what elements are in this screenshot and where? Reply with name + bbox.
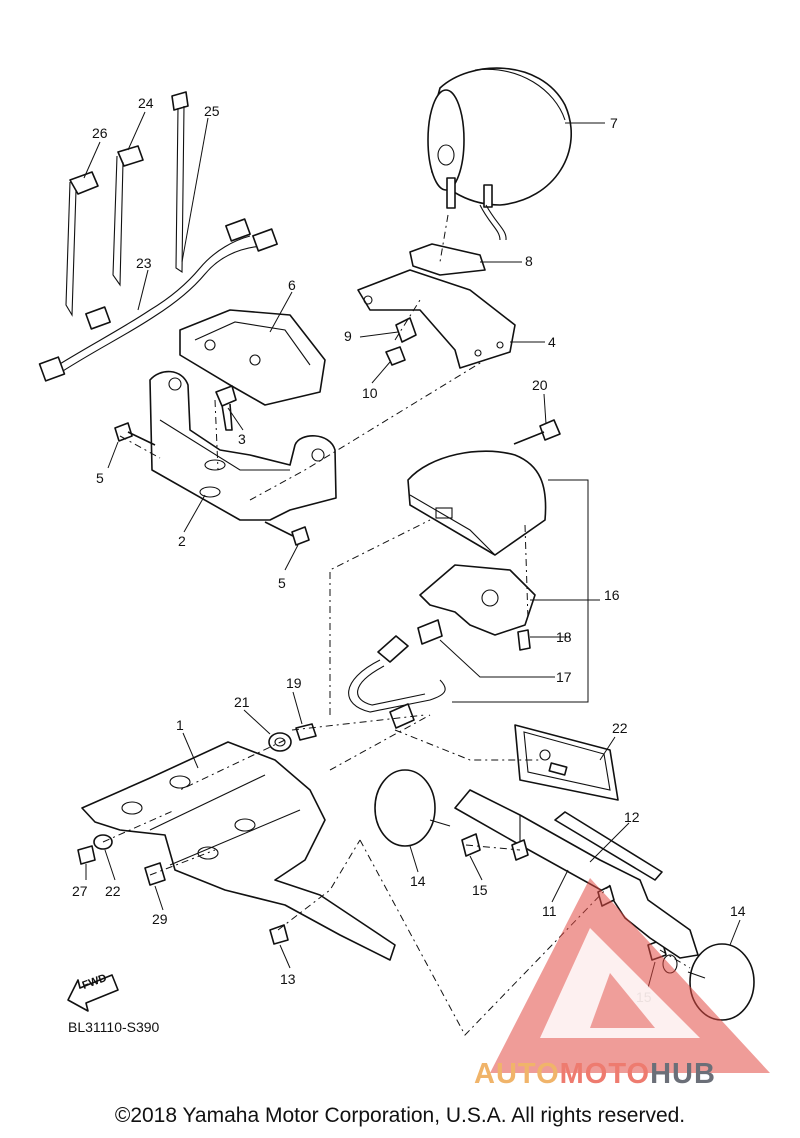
screw-18 <box>517 629 531 651</box>
collar-9 <box>395 317 417 343</box>
rear-fender-1 <box>81 741 396 961</box>
bulb-17 <box>417 619 443 645</box>
callout-2: 2 <box>178 533 186 549</box>
callout-9: 9 <box>344 328 352 344</box>
plate-24 <box>514 724 619 801</box>
callout-labels: 26 24 25 23 6 7 8 4 9 10 3 5 2 5 20 16 1… <box>68 95 746 1035</box>
leader-lines <box>83 111 741 989</box>
callout-13: 12 <box>624 809 640 825</box>
nut-10 <box>385 346 406 366</box>
nut-25 <box>144 862 166 886</box>
wire-harness-26 <box>38 218 278 382</box>
lead-wire <box>348 635 446 729</box>
callout-16: 16 <box>604 587 620 603</box>
callout-28: 25 <box>204 103 220 119</box>
callout-1: 1 <box>176 717 184 733</box>
callout-14b: 14 <box>730 903 746 919</box>
callout-22: 20 <box>532 377 548 393</box>
reflector-bracket-11 <box>454 789 699 959</box>
callout-25: 29 <box>152 911 168 927</box>
tail-light-housing <box>407 450 547 556</box>
callout-18: 18 <box>556 629 572 645</box>
nut-23 <box>77 845 96 865</box>
callout-14a: 14 <box>410 873 426 889</box>
watermark-text: AUTOMOTOHUB <box>474 1058 716 1090</box>
callout-19: 19 <box>286 675 302 691</box>
callout-12: 13 <box>280 971 296 987</box>
bolt-3 <box>215 385 237 431</box>
cable-tie-28 <box>171 91 189 274</box>
callout-24: 22 <box>612 720 628 736</box>
callout-29: 26 <box>92 125 108 141</box>
collar-19 <box>295 723 317 741</box>
callout-6: 6 <box>288 277 296 293</box>
callout-3: 3 <box>238 431 246 447</box>
bolt-5-left <box>114 422 156 446</box>
callout-5a: 5 <box>96 470 104 486</box>
bracket-2 <box>149 370 337 521</box>
callout-11: 11 <box>542 903 557 919</box>
headlight-shell <box>427 67 572 241</box>
callout-21: 22 <box>105 883 121 899</box>
copyright-footer: ©2018 Yamaha Motor Corporation, U.S.A. A… <box>114 1104 686 1127</box>
callout-23: 27 <box>72 883 88 899</box>
cable-tie-27 <box>112 145 144 287</box>
reflector-14-right <box>687 943 755 1021</box>
callout-7: 7 <box>610 115 618 131</box>
lamp-socket <box>419 564 536 636</box>
bolt-5-right <box>264 521 310 546</box>
callout-4: 4 <box>548 334 556 350</box>
headlight-clamp <box>409 243 486 276</box>
callout-20: 21 <box>234 694 250 710</box>
diagram-code: BL31110-S390 <box>68 1019 160 1035</box>
callout-17: 17 <box>556 669 572 685</box>
callout-10: 10 <box>362 385 378 401</box>
bracket-6 <box>179 309 326 406</box>
callout-27: 24 <box>138 95 154 111</box>
callout-8: 8 <box>525 253 533 269</box>
callout-26: 23 <box>136 255 152 271</box>
reflector-14-left <box>374 769 451 847</box>
cable-tie-29 <box>65 171 99 317</box>
headlight-stay <box>357 269 516 369</box>
callout-5b: 5 <box>278 575 286 591</box>
fwd-arrow-icon <box>67 974 119 1012</box>
callout-15a: 15 <box>472 882 488 898</box>
bolt-22 <box>513 419 561 445</box>
watermark-logo-icon <box>490 878 770 1073</box>
nut-12 <box>269 924 289 945</box>
